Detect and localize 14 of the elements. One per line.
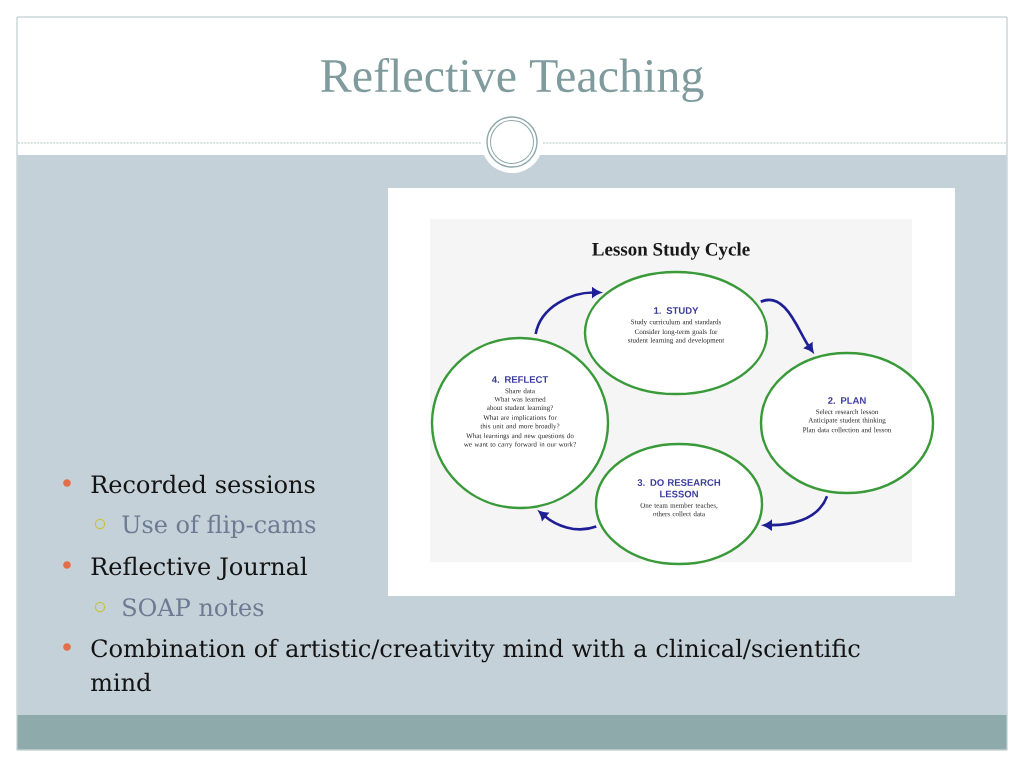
cycle-arrow <box>763 495 829 530</box>
bullet-text: Reflective Journal <box>91 556 307 580</box>
cycle-arrow <box>538 510 597 531</box>
sub-bullet-text: SOAP notes <box>123 598 264 617</box>
slide-title: Reflective Teaching <box>321 57 704 103</box>
cycle-arrow <box>760 298 814 353</box>
step-heading: 1. STUDY <box>654 307 699 314</box>
cycle-arrow <box>534 287 601 335</box>
step-heading: 2. PLAN <box>828 397 866 404</box>
step-heading: 3. DO RESEARCH LESSON <box>637 479 721 498</box>
sub-bullet-text: Use of flip-cams <box>122 514 316 538</box>
bullet-text: Combination of artistic/creativity mind with a clinical/scientific mind <box>91 638 860 692</box>
step-heading: 4. REFLECT <box>491 376 549 383</box>
bullet-text: Recorded sessions <box>91 474 315 494</box>
